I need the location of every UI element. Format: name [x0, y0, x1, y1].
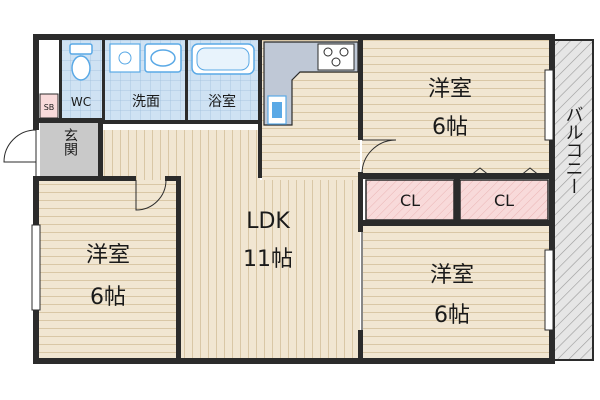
- bedroom-top-right-floor: [362, 40, 550, 175]
- walls: [33, 34, 555, 364]
- balcony: [552, 39, 594, 361]
- bedroom-bottom-right-floor: [362, 225, 550, 358]
- windows: [31, 69, 554, 331]
- doors: [3, 129, 541, 330]
- toilet-icon: [69, 43, 93, 81]
- closet-left-label: CL: [400, 191, 420, 210]
- washroom-label: 洗面: [132, 94, 160, 110]
- washing-machine-icon: [109, 43, 141, 73]
- entrance-label: 玄関: [62, 127, 78, 157]
- bedroom-bottom-right-name: 洋室: [430, 263, 474, 288]
- balcony-label: バルコニー: [563, 105, 584, 195]
- closets: [365, 179, 549, 221]
- bedroom-bottom-right-size: 6帖: [434, 303, 470, 328]
- labels: WC 洗面 浴室 SB 玄関 洋室 6帖 洋室 6帖 LDK 11帖 洋室 6帖…: [44, 77, 584, 328]
- bedroom-left-size: 6帖: [90, 285, 126, 310]
- bathtub-icon: [191, 43, 255, 75]
- bedroom-left-floor: [38, 180, 178, 358]
- shoe-box-label: SB: [44, 103, 55, 112]
- stove-icon: [317, 43, 355, 71]
- bedroom-top-right-size: 6帖: [432, 115, 468, 140]
- ldk-size: 11帖: [243, 247, 293, 272]
- entrance-floor: [40, 122, 100, 177]
- closet-right-label: CL: [494, 191, 514, 210]
- corridor-floor: [103, 130, 260, 180]
- washbasin-icon: [144, 43, 182, 73]
- floors: [38, 40, 550, 358]
- wc-label: WC: [71, 95, 91, 109]
- bedroom-top-right-name: 洋室: [428, 77, 472, 102]
- closet-doors: [469, 167, 541, 177]
- bedroom-left-name: 洋室: [86, 243, 130, 268]
- bedroom-top-right-door: [361, 139, 397, 175]
- bedroom-left-door: [135, 179, 167, 211]
- closet-right: [459, 179, 549, 221]
- fixtures: [39, 41, 359, 126]
- ldk-name: LDK: [246, 209, 290, 234]
- bathroom-label: 浴室: [208, 93, 236, 110]
- ldk-floor: [180, 180, 360, 358]
- entrance-door: [3, 129, 37, 163]
